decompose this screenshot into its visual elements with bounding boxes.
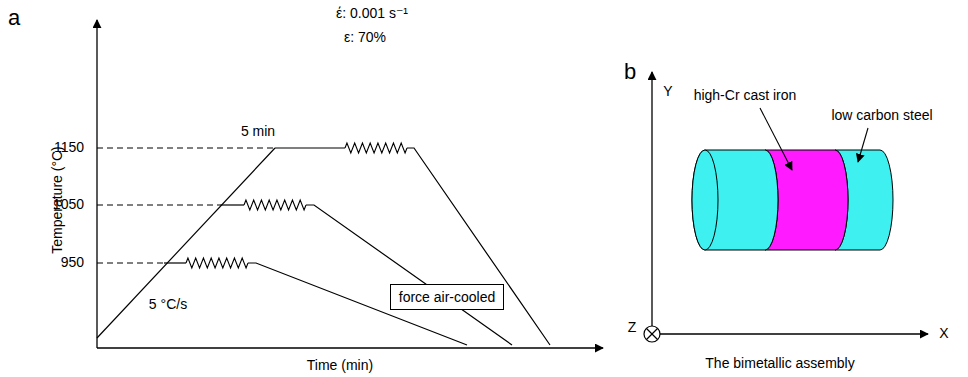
bimetallic-cylinder xyxy=(692,150,893,250)
z-axis-symbol xyxy=(644,326,660,342)
leader-line xyxy=(760,108,792,170)
panel-letter: b xyxy=(624,60,636,84)
duration-label: 5 min xyxy=(241,124,275,139)
axis-name: Y xyxy=(663,84,672,99)
x-axis xyxy=(652,333,928,334)
leader-line xyxy=(858,128,868,162)
thermal-paths xyxy=(164,148,550,345)
box-text: force air-cooled xyxy=(399,289,496,306)
strain-rate-label: έ: 0.001 s⁻¹ xyxy=(336,6,408,21)
heating-ramp xyxy=(97,148,275,338)
y-axis xyxy=(651,72,652,334)
part-label: high-Cr cast iron xyxy=(694,88,797,103)
x-axis xyxy=(97,347,603,348)
tick-label: 1050 xyxy=(53,197,84,212)
axis-name: X xyxy=(939,326,948,341)
axis-name: Z xyxy=(628,320,637,335)
part-label: low carbon steel xyxy=(831,108,932,123)
strain-label: ε: 70% xyxy=(344,30,386,45)
tick-label: 1150 xyxy=(54,140,84,155)
panel-letter: a xyxy=(8,6,20,30)
caption-label: The bimetallic assembly xyxy=(705,356,854,371)
process-box: force air-cooled xyxy=(390,284,505,311)
deformation-zigzag xyxy=(186,143,407,268)
y-axis xyxy=(96,20,97,348)
axis-title: Time (min) xyxy=(307,358,373,373)
rate-label: 5 °C/s xyxy=(149,297,187,312)
tick-label: 950 xyxy=(61,255,84,270)
